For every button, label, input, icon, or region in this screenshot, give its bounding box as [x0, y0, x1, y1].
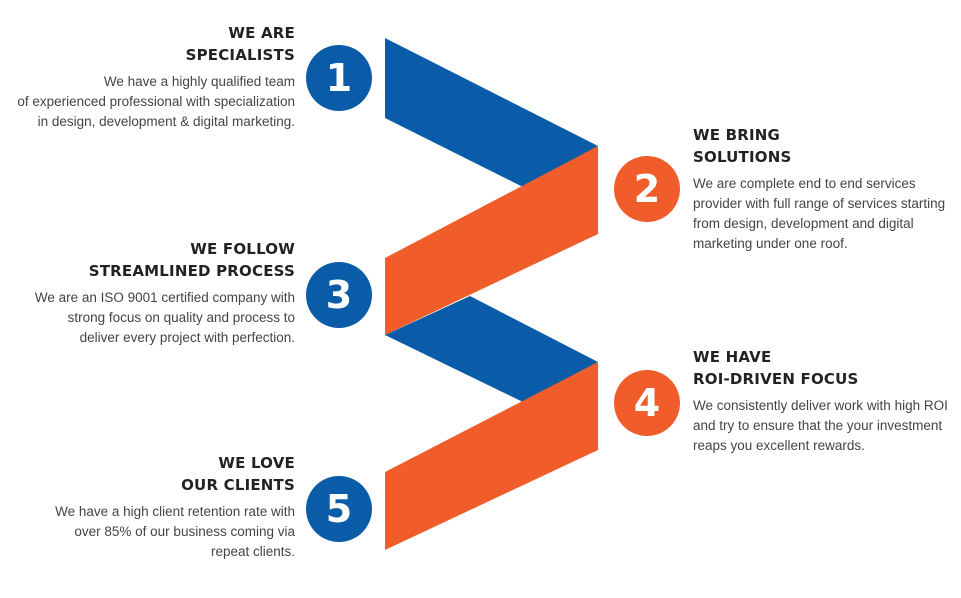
step-5-desc-line: over 85% of our business coming via — [74, 524, 295, 539]
step-4-number: 4 — [633, 381, 661, 425]
step-2-desc-line: We are complete end to end services — [693, 176, 916, 191]
step-2-desc-line: marketing under one roof. — [693, 236, 848, 251]
step-4-badge: 4 — [614, 370, 680, 436]
step-5-title-line: OUR CLIENTS — [181, 476, 295, 494]
step-2-badge: 2 — [614, 156, 680, 222]
step-1-title-line: SPECIALISTS — [185, 46, 295, 64]
step-3-description: We are an ISO 9001 certified company wit… — [0, 288, 295, 348]
ribbon-segment-4-5 — [385, 362, 598, 550]
step-2-desc-line: from design, development and digital — [693, 216, 914, 231]
step-4-title: WE HAVE ROI-DRIVEN FOCUS — [693, 346, 953, 390]
step-4-desc-line: We consistently deliver work with high R… — [693, 398, 948, 413]
step-4-title-line: WE HAVE — [693, 348, 772, 366]
step-2-description: We are complete end to end services prov… — [693, 174, 953, 254]
step-3-text: WE FOLLOW STREAMLINED PROCESS We are an … — [0, 238, 295, 348]
step-5-number: 5 — [325, 487, 353, 531]
ribbon-segment-1-2 — [385, 38, 598, 188]
step-3-title: WE FOLLOW STREAMLINED PROCESS — [0, 238, 295, 282]
step-5-text: WE LOVE OUR CLIENTS We have a high clien… — [0, 452, 295, 562]
step-1-description: We have a highly qualified team of exper… — [0, 72, 295, 132]
step-1-title-line: WE ARE — [228, 24, 295, 42]
step-5-title-line: WE LOVE — [218, 454, 295, 472]
step-2-number: 2 — [633, 167, 661, 211]
step-3-title-line: WE FOLLOW — [190, 240, 295, 258]
step-2-title-line: SOLUTIONS — [693, 148, 792, 166]
step-3-title-line: STREAMLINED PROCESS — [88, 262, 295, 280]
step-2-title-line: WE BRING — [693, 126, 781, 144]
step-1-number: 1 — [325, 56, 353, 100]
step-4-desc-line: and try to ensure that the your investme… — [693, 418, 943, 433]
step-1-badge: 1 — [306, 45, 372, 111]
step-1-text: WE ARE SPECIALISTS We have a highly qual… — [0, 22, 295, 132]
step-5-desc-line: We have a high client retention rate wit… — [55, 504, 295, 519]
step-4-text: WE HAVE ROI-DRIVEN FOCUS We consistently… — [693, 346, 953, 456]
step-3-desc-line: strong focus on quality and process to — [67, 310, 295, 325]
step-2-title: WE BRING SOLUTIONS — [693, 124, 953, 168]
step-5-badge: 5 — [306, 476, 372, 542]
step-1-desc-line: We have a highly qualified team — [103, 74, 295, 89]
step-4-title-line: ROI-DRIVEN FOCUS — [693, 370, 859, 388]
ribbon-segment-2-3 — [385, 146, 598, 335]
step-3-desc-line: deliver every project with perfection. — [79, 330, 295, 345]
step-3-badge: 3 — [306, 262, 372, 328]
step-2-text: WE BRING SOLUTIONS We are complete end t… — [693, 124, 953, 254]
step-4-desc-line: reaps you excellent rewards. — [693, 438, 865, 453]
step-4-description: We consistently deliver work with high R… — [693, 396, 953, 456]
step-1-title: WE ARE SPECIALISTS — [0, 22, 295, 66]
ribbon-segment-3-4 — [385, 296, 598, 403]
step-3-number: 3 — [325, 273, 353, 317]
step-5-desc-line: repeat clients. — [210, 544, 295, 559]
step-3-desc-line: We are an ISO 9001 certified company wit… — [34, 290, 295, 305]
step-1-desc-line: of experienced professional with special… — [17, 94, 295, 109]
step-5-title: WE LOVE OUR CLIENTS — [0, 452, 295, 496]
step-2-desc-line: provider with full range of services sta… — [693, 196, 946, 211]
step-5-description: We have a high client retention rate wit… — [0, 502, 295, 562]
step-1-desc-line: in design, development & digital marketi… — [37, 114, 295, 129]
